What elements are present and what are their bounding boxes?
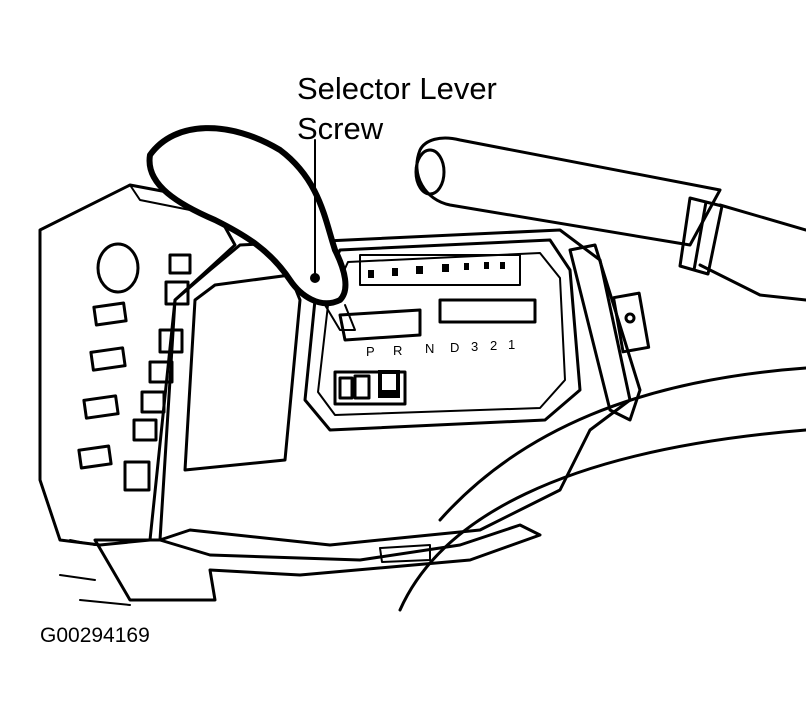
figure-id: G00294169 bbox=[40, 624, 150, 647]
console-left-recess bbox=[183, 273, 302, 472]
floor-line-left bbox=[59, 539, 131, 606]
shift-gate-inner bbox=[317, 252, 566, 416]
gear-indicator-marks bbox=[368, 262, 505, 278]
parking-brake-boot bbox=[678, 196, 724, 276]
gear-indicator-strip bbox=[359, 254, 521, 286]
shift-slot-right bbox=[438, 298, 537, 324]
parking-brake-button bbox=[414, 148, 446, 196]
dash-knob bbox=[96, 242, 140, 294]
right-side-panel bbox=[568, 243, 642, 422]
gear-letter-1: 1 bbox=[508, 337, 515, 352]
mode-switch bbox=[333, 370, 407, 406]
gear-letter-d: D bbox=[450, 340, 459, 355]
gear-letter-p: P bbox=[366, 344, 375, 359]
dash-vent-slots bbox=[77, 301, 128, 470]
seat-curve bbox=[438, 366, 806, 522]
parking-brake-lever bbox=[415, 136, 722, 247]
selector-lever-screw bbox=[310, 273, 320, 283]
console-front-tray bbox=[93, 523, 542, 602]
shift-lever-knob bbox=[146, 125, 349, 307]
tray-detail bbox=[379, 544, 431, 563]
gear-letter-3: 3 bbox=[471, 339, 478, 354]
callout-label-line-2: Screw bbox=[297, 111, 384, 146]
seat-curve-lower bbox=[398, 428, 806, 612]
shift-gate-plate bbox=[303, 238, 582, 432]
gear-letter-n: N bbox=[425, 341, 434, 356]
callout-label-line-1: Selector Lever bbox=[297, 71, 497, 106]
right-latch-screw bbox=[624, 312, 636, 324]
shift-slot bbox=[338, 308, 422, 342]
gear-letter-r: R bbox=[393, 343, 402, 358]
gear-letter-2: 2 bbox=[490, 338, 497, 353]
gear-letter-row: P R N D 3 2 1 bbox=[366, 337, 515, 359]
dash-switch-buttons bbox=[123, 253, 192, 492]
shift-lever-shaft bbox=[324, 304, 356, 331]
parking-brake-base bbox=[698, 203, 806, 302]
right-latch bbox=[612, 291, 651, 354]
